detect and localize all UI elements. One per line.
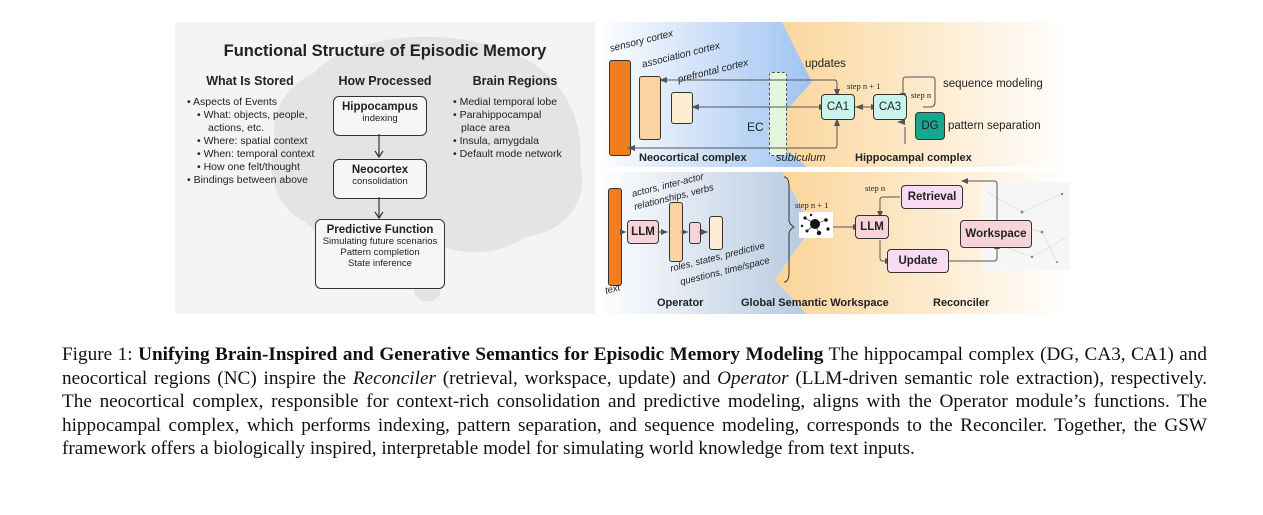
column-heading-stored: What Is Stored: [206, 74, 294, 88]
figure-label: Figure 1:: [62, 344, 133, 365]
list-item: place area: [461, 122, 511, 134]
stored-list: • Aspects of Events • What: objects, peo…: [187, 96, 314, 187]
update-node: Update: [887, 249, 949, 273]
step-n-label: step n: [865, 183, 886, 193]
operator-llm-node: LLM: [627, 220, 659, 244]
ca3-node: CA3: [873, 94, 907, 120]
list-item: • Medial temporal lobe: [453, 96, 558, 108]
association-cortex-block: [639, 76, 661, 140]
operator-layer-2: [689, 222, 701, 244]
retrieval-node: Retrieval: [901, 185, 963, 209]
reconciler-label: Reconciler: [933, 297, 990, 309]
list-item: • How one felt/thought: [197, 161, 300, 173]
step-n-plus-1-label: step n + 1: [795, 200, 829, 210]
list-item: • Insula, amygdala: [453, 135, 539, 147]
predictive-function-box: Predictive Function Simulating future sc…: [315, 219, 445, 289]
list-item: • Default mode network: [453, 148, 562, 160]
step-n-label: step n: [911, 90, 932, 100]
list-item: • Bindings between above: [187, 174, 309, 186]
ca1-node: CA1: [821, 94, 855, 120]
pattern-separation-label: pattern separation: [948, 120, 1041, 132]
sequence-modeling-label: sequence modeling: [943, 78, 1043, 90]
arrow-down-icon: [374, 134, 384, 159]
arrow-down-icon: [374, 197, 384, 220]
list-item: actions, etc.: [208, 122, 265, 134]
panel-title: Functional Structure of Episodic Memory: [223, 42, 547, 60]
background-regions: [597, 22, 1070, 167]
sensory-cortex-block: [609, 60, 631, 156]
reconciler-llm-node: LLM: [855, 215, 889, 239]
updates-label: updates: [805, 58, 846, 70]
figure-caption: Figure 1: Unifying Brain-Inspired and Ge…: [62, 344, 1208, 459]
step-n-plus-1-label: step n + 1: [847, 81, 881, 91]
regions-list: • Medial temporal lobe • Parahippocampal…: [453, 96, 562, 161]
list-item: • Aspects of Events: [187, 96, 278, 108]
hippocampus-box: Hippocampus indexing: [333, 96, 427, 136]
ec-subiculum-block: [769, 72, 787, 156]
semantic-graph-icon: [799, 212, 833, 238]
subiculum-label: subiculum: [776, 152, 826, 164]
neocortical-complex-label: Neocortical complex: [639, 152, 747, 164]
figure-title: Unifying Brain-Inspired and Generative S…: [138, 344, 824, 365]
column-heading-regions: Brain Regions: [472, 74, 558, 88]
brain-complex-diagram: sensory cortex association cortex prefro…: [597, 22, 1070, 167]
gsw-framework-diagram: LLM actors, inter-actor re: [597, 172, 1070, 314]
dg-node: DG: [915, 112, 945, 140]
list-item: • What: objects, people,: [197, 109, 308, 121]
operator-layer-3: [709, 216, 723, 250]
column-heading-processed: How Processed: [338, 74, 432, 88]
list-item: • When: temporal context: [197, 148, 315, 160]
neocortex-box: Neocortex consolidation: [333, 159, 427, 199]
prefrontal-cortex-block: [671, 92, 693, 124]
list-item: • Where: spatial context: [197, 135, 308, 147]
operator-label: Operator: [657, 297, 704, 309]
list-item: • Parahippocampal: [453, 109, 542, 121]
text-input-block: [608, 188, 622, 286]
workspace-node: Workspace: [960, 220, 1032, 248]
gsw-label: Global Semantic Workspace: [741, 297, 889, 309]
hippocampal-complex-label: Hippocampal complex: [855, 152, 972, 164]
ec-label: EC: [747, 120, 764, 134]
episodic-memory-structure-panel: Functional Structure of Episodic Memory …: [175, 22, 595, 314]
